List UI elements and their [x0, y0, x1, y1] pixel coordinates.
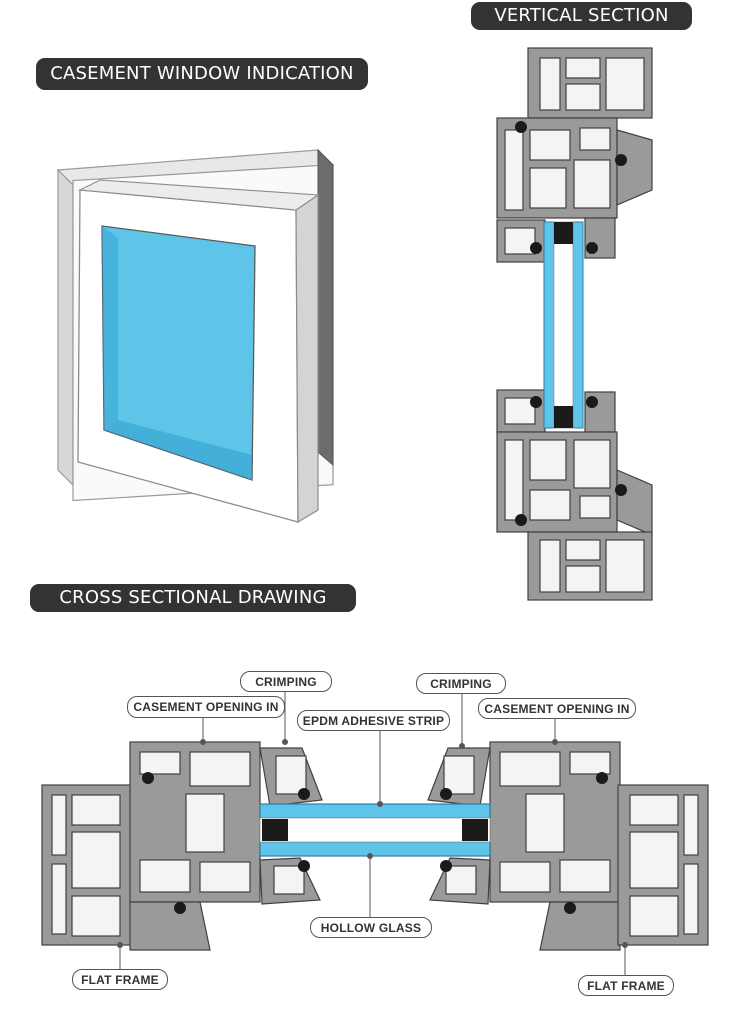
vertical-section-banner: VERTICAL SECTION: [471, 2, 692, 30]
flat-frame-label-right: FLAT FRAME: [578, 975, 674, 996]
casement-opening-label-left: CASEMENT OPENING IN: [127, 696, 285, 718]
cross-section-banner: CROSS SECTIONAL DRAWING: [30, 584, 356, 612]
casement-opening-label-right: CASEMENT OPENING IN: [478, 698, 636, 719]
crimping-label-right: CRIMPING: [416, 673, 506, 694]
epdm-strip-label: EPDM ADHESIVE STRIP: [297, 710, 450, 731]
flat-frame-label-left: FLAT FRAME: [72, 969, 168, 990]
hollow-glass-label: HOLLOW GLASS: [310, 917, 432, 938]
casement-window-banner: CASEMENT WINDOW INDICATION: [36, 58, 368, 90]
crimping-label-left: CRIMPING: [240, 671, 332, 692]
